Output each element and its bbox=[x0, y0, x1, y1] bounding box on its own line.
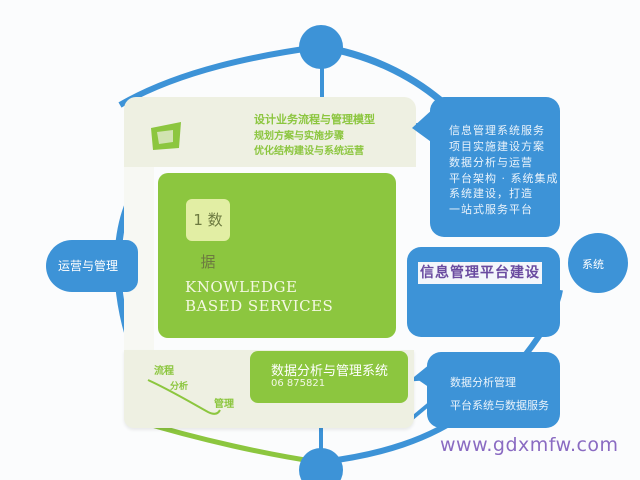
tr-line-4: 平台架构 · 系统集成 bbox=[449, 172, 559, 185]
top-right-bubble[interactable] bbox=[430, 97, 560, 237]
tr-line-2: 项目实施建设方案 bbox=[449, 140, 545, 153]
main-card-title: KNOWLEDGE bbox=[185, 278, 298, 296]
top-line-2: 规划方案与实施步骤 bbox=[254, 131, 344, 142]
right-circle-node[interactable] bbox=[568, 233, 628, 293]
tr-line-1: 信息管理系统服务 bbox=[449, 124, 545, 137]
top-left-arc bbox=[118, 44, 319, 108]
bottom-green-subtitle: 06 875821 bbox=[271, 378, 326, 389]
left-node[interactable] bbox=[46, 240, 138, 292]
left-node-label: 运营与管理 bbox=[58, 259, 119, 273]
top-line-3: 优化结构建设与系统运营 bbox=[254, 146, 364, 157]
bottom-green-title: 数据分析与管理系统 bbox=[271, 364, 389, 379]
bottom-label-3: 管理 bbox=[214, 399, 234, 410]
main-card-subtitle: BASED SERVICES bbox=[185, 297, 334, 315]
bottom-label-1: 流程 bbox=[154, 366, 174, 377]
tr-line-3: 数据分析与运营 bbox=[449, 156, 533, 169]
bubble-pointer bbox=[412, 108, 434, 144]
br-line-1: 数据分析管理 bbox=[450, 376, 516, 389]
swoosh-icon bbox=[147, 379, 221, 415]
right-circle-label: 系统 bbox=[582, 258, 604, 271]
bottom-green-box[interactable] bbox=[250, 351, 408, 403]
top-node bbox=[299, 25, 343, 69]
tr-line-6: 一站式服务平台 bbox=[449, 203, 533, 216]
bottom-label-2: 分析 bbox=[170, 382, 189, 392]
middle-right-box[interactable] bbox=[407, 247, 560, 337]
monitor-icon bbox=[151, 122, 181, 150]
bottom-node bbox=[299, 448, 343, 480]
bubble-pointer-bottom bbox=[414, 364, 430, 388]
tr-line-5: 系统建设，打造 bbox=[449, 187, 533, 200]
watermark: www.gdxmfw.com bbox=[440, 434, 619, 456]
top-line-1: 设计业务流程与管理模型 bbox=[254, 113, 375, 126]
main-card-badge: 1 数据 bbox=[186, 199, 230, 271]
middle-right-label: 信息管理平台建设 bbox=[418, 262, 542, 284]
br-line-2: 平台系统与数据服务 bbox=[450, 399, 549, 412]
bottom-right-bubble[interactable] bbox=[427, 352, 560, 428]
